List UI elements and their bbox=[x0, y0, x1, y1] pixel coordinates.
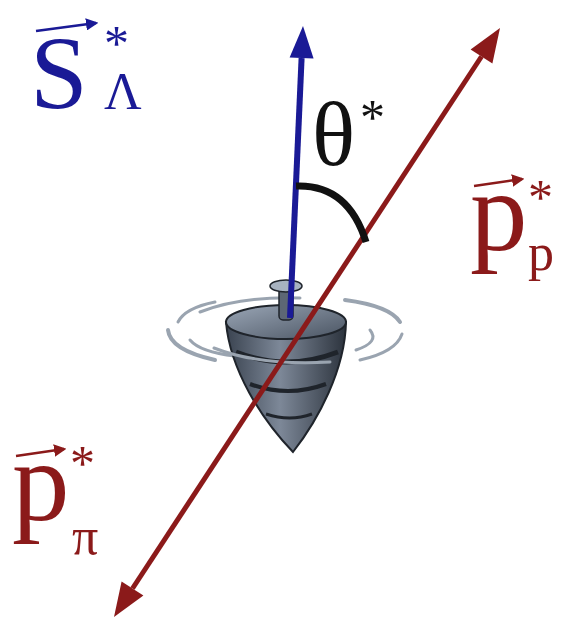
subscript: p bbox=[528, 227, 554, 279]
spin-vector bbox=[290, 26, 314, 318]
superscript: * bbox=[70, 438, 95, 488]
angle-arc bbox=[296, 186, 366, 242]
vector-symbol: p bbox=[470, 154, 528, 269]
angle-symbol: θ bbox=[312, 90, 355, 180]
subscript: Λ bbox=[104, 66, 142, 118]
subscript: π bbox=[72, 511, 98, 563]
momentum-axis bbox=[114, 28, 500, 617]
superscript: * bbox=[360, 92, 385, 142]
superscript: * bbox=[528, 172, 553, 222]
spinning-top bbox=[226, 280, 346, 452]
vector-symbol: p bbox=[12, 424, 70, 539]
vector-symbol: S bbox=[30, 21, 88, 125]
superscript: * bbox=[104, 18, 129, 68]
